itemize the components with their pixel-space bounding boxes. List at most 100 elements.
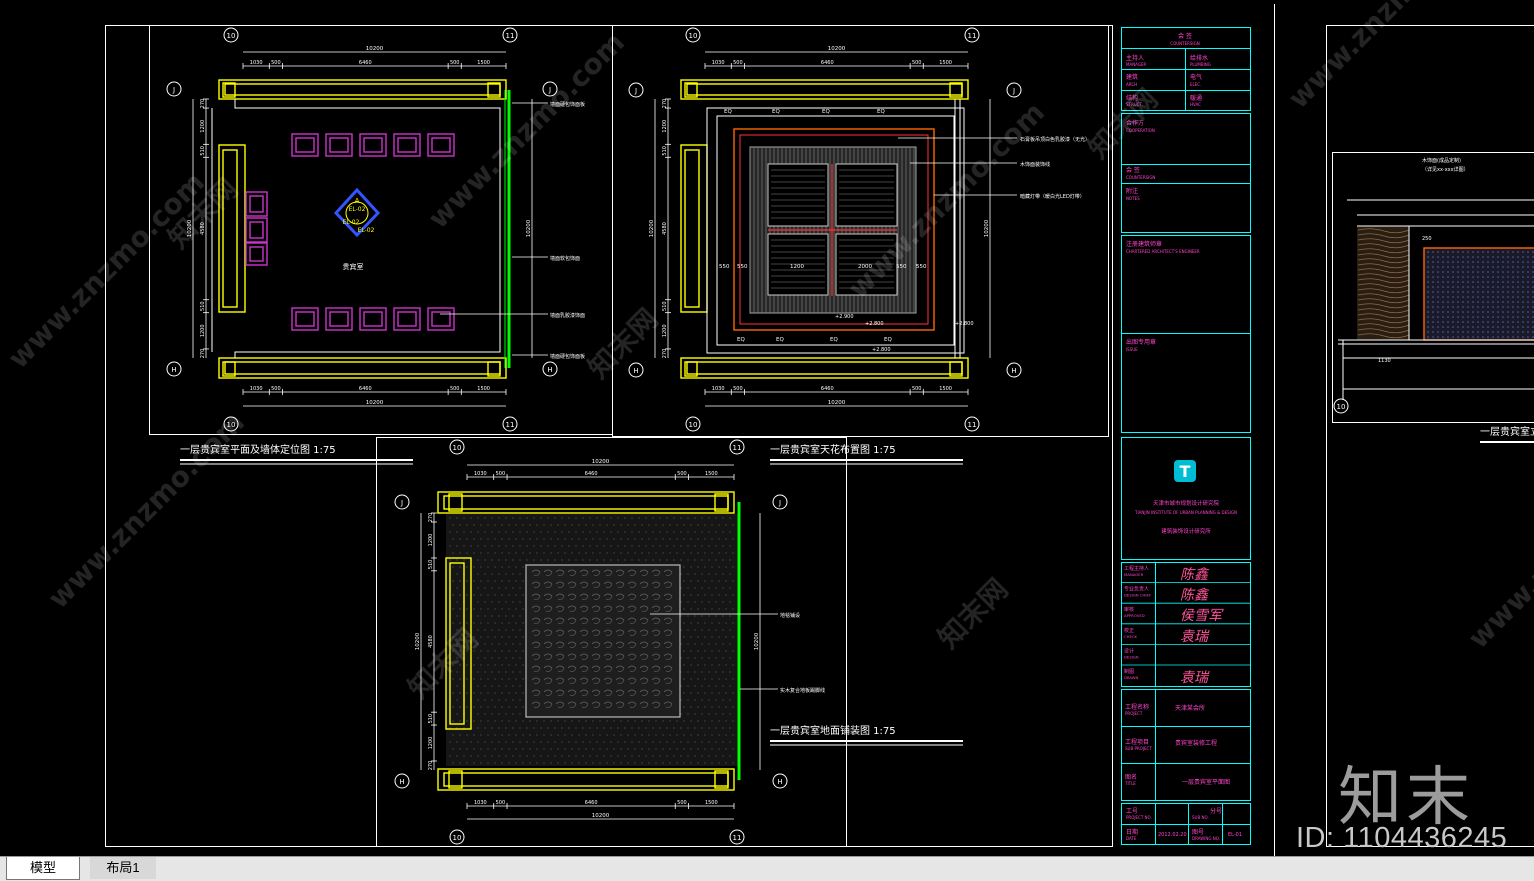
svg-text:一层贵宾室平面图: 一层贵宾室平面图 [1182,778,1230,786]
svg-text:10200: 10200 [415,632,421,650]
svg-text:11: 11 [733,444,742,452]
svg-text:500: 500 [271,386,281,392]
svg-text:ISSUE: ISSUE [1126,347,1138,352]
grid-bubble: 11 [730,830,744,844]
grid-bubble: J [167,82,181,96]
svg-text:11: 11 [733,834,742,842]
svg-text:PROJECT NO.: PROJECT NO. [1126,815,1152,820]
svg-text:1500: 1500 [477,386,490,392]
grid-bubble: 11 [965,28,979,42]
svg-text:（详见xx-xxx详图）: （详见xx-xxx详图） [1422,166,1469,173]
svg-text:木饰面装饰线: 木饰面装饰线 [1020,161,1050,168]
svg-text:贵宾室装修工程: 贵宾室装修工程 [1175,739,1217,747]
grid-bubble: 10 [224,28,238,42]
svg-text:1500: 1500 [939,60,952,66]
svg-text:10: 10 [453,444,462,452]
svg-text:工程名称: 工程名称 [1125,703,1149,711]
grid-bubble: 11 [503,28,517,42]
svg-text:1500: 1500 [705,471,718,477]
svg-text:10200: 10200 [366,46,384,52]
svg-text:建筑装饰设计研究所: 建筑装饰设计研究所 [1161,527,1211,535]
grid-bubble: 10 [686,417,700,431]
svg-text:DRAWN: DRAWN [1124,675,1139,680]
svg-text:4580: 4580 [662,222,668,235]
svg-text:主持人: 主持人 [1126,54,1144,62]
svg-text:暖通: 暖通 [1190,94,1202,102]
svg-text:DRAWING NO.: DRAWING NO. [1192,836,1220,841]
svg-text:EL-01: EL-01 [1228,832,1242,838]
svg-text:270: 270 [200,349,206,359]
svg-text:COUNTERSIGN: COUNTERSIGN [1170,41,1199,46]
svg-text:图名: 图名 [1125,773,1137,781]
svg-text:500: 500 [912,386,922,392]
svg-text:www.znzmo.com: www.znzmo.com [1282,0,1491,115]
svg-text:500: 500 [496,471,506,477]
drawing-canvas[interactable]: A EL-02 EL-02 EL-02 贵宾室 墙面硬包饰面板 墙面软包饰面 墙… [0,0,1534,856]
svg-text:www.znzmo.com: www.znzmo.com [1462,446,1534,655]
svg-text:EQ: EQ [884,337,892,343]
svg-text:10: 10 [689,32,698,40]
svg-text:PROJECT: PROJECT [1125,711,1143,716]
svg-text:11: 11 [968,421,977,429]
svg-text:SUB PROJECT: SUB PROJECT [1125,746,1152,751]
grid-bubble: 11 [965,417,979,431]
svg-text:ELEC.: ELEC. [1190,82,1201,87]
svg-text:1130: 1130 [1378,358,1391,364]
svg-text:工号: 工号 [1126,808,1138,815]
svg-text:6460: 6460 [821,386,834,392]
svg-text:1200: 1200 [662,120,668,133]
grid-bubble: 10 [686,28,700,42]
svg-text:知末网: 知末网 [582,302,665,385]
svg-text:10: 10 [689,421,698,429]
svg-text:袁瑞: 袁瑞 [1180,629,1210,645]
grid-bubble: H [629,363,643,377]
tab-layout1[interactable]: 布局1 [90,857,156,879]
svg-text:+2.800: +2.800 [872,347,891,353]
svg-text:分号: 分号 [1210,807,1222,815]
grid-bubble: H [1007,363,1021,377]
grid-bubble: J [773,495,787,509]
svg-text:6460: 6460 [359,60,372,66]
svg-text:给排水: 给排水 [1190,54,1208,62]
floor-finish-view: 地毯铺设 实木复合地板踢脚线 一层贵宾室地面铺装图 1:75 [438,492,963,790]
svg-text:墙面乳胶漆饰面: 墙面乳胶漆饰面 [550,312,585,319]
svg-text:CHECK: CHECK [1124,634,1138,639]
grid-bubble: J [629,83,643,97]
svg-text:10200: 10200 [526,219,532,237]
svg-text:EQ: EQ [830,337,838,343]
svg-text:+2.900: +2.900 [835,314,854,320]
svg-text:500: 500 [271,60,281,66]
svg-text:H: H [1011,367,1016,375]
svg-text:J: J [1012,87,1015,95]
svg-text:+2.800: +2.800 [955,321,974,327]
svg-text:10200: 10200 [592,813,610,819]
svg-text:www.znzmo.com: www.znzmo.com [42,406,251,615]
room-name-label: 贵宾室 [343,262,364,271]
svg-text:H: H [777,778,782,786]
svg-text:工程项目: 工程项目 [1125,738,1149,746]
svg-text:TIANJIN INSTITUTE OF URBAN PLA: TIANJIN INSTITUTE OF URBAN PLANNING & DE… [1134,510,1237,515]
svg-text:EQ: EQ [772,109,780,115]
svg-text:1200: 1200 [200,324,206,337]
svg-text:11: 11 [506,32,515,40]
svg-text:500: 500 [733,60,743,66]
tab-model[interactable]: 模型 [6,857,80,880]
svg-text:EQ: EQ [724,109,732,115]
svg-text:1200: 1200 [428,534,434,547]
svg-text:DATE: DATE [1126,836,1137,841]
svg-text:510: 510 [200,301,206,311]
svg-text:袁瑞: 袁瑞 [1180,670,1210,686]
svg-text:10: 10 [453,834,462,842]
elevation-index-marker: A EL-02 EL-02 EL-02 [336,190,378,235]
elevation-title: 一层贵宾室立面 [1480,425,1534,438]
grid-bubble: H [543,362,557,376]
svg-text:A: A [355,197,360,205]
svg-text:500: 500 [450,386,460,392]
svg-text:www.znzmo.com: www.znzmo.com [2,166,211,375]
svg-text:6460: 6460 [821,60,834,66]
svg-text:10: 10 [1337,403,1346,411]
svg-text:EQ: EQ [877,109,885,115]
svg-text:ARCH: ARCH [1126,82,1137,87]
svg-text:PLUMBING: PLUMBING [1190,62,1211,67]
